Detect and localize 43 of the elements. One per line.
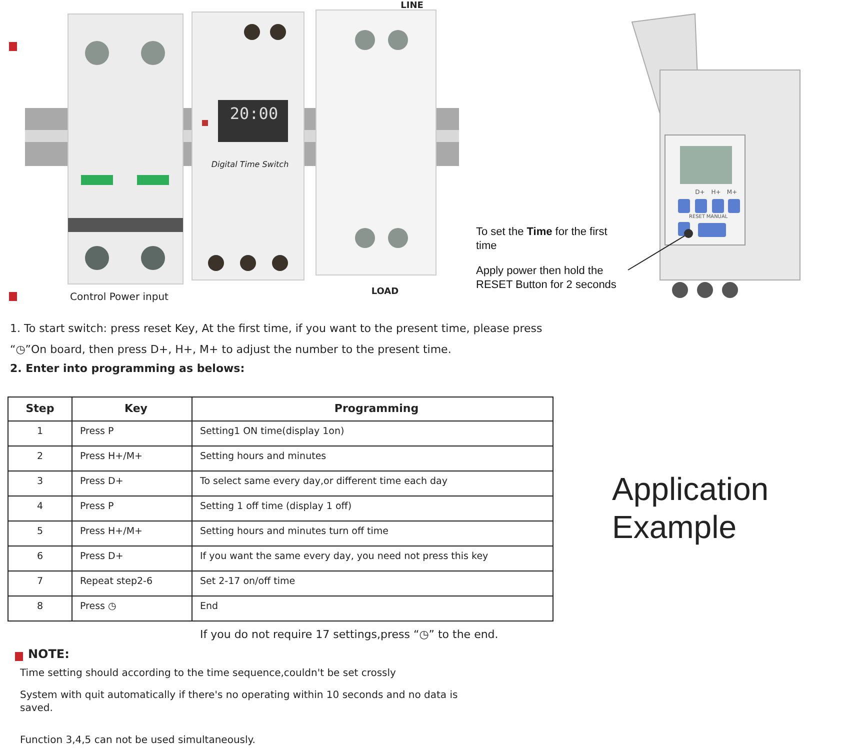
table-cell-text: 5 [36,526,44,538]
table-cell-text: Press P [80,426,115,438]
table-cell-text: 2 [36,451,44,463]
table-cell-text: 8 [36,601,44,613]
instruction-text: 2. Enter into programming as belows: [10,362,246,376]
table-cell-text: 7 [36,576,44,588]
table-header-cell-text: Programming [333,402,420,416]
device-label: Digital Time Switch [210,160,290,170]
display-readout: 20:00 [228,104,280,124]
table-cell-text: Setting1 ON time(display 1on) [200,426,346,438]
table-cell-text: Press D+ [80,551,124,563]
table-cell-text: Press D+ [80,476,124,488]
table-cell-text: To select same every day,or different time each day [200,476,449,488]
table-cell-text: Press H+/M+ [80,526,144,538]
terminal-label: LINE [400,1,424,12]
table-cell-text: Repeat step2-6 [80,576,154,588]
table-cell-text: 6 [36,551,44,563]
caption: Control Power input [70,292,170,304]
table-cell-text: 1 [36,426,44,438]
table-cell-text: Setting 1 off time (display 1 off) [200,501,353,513]
leader-line [628,235,686,270]
terminal-label: LOAD [370,287,400,298]
table-cell-text: End [200,601,220,613]
callout-line: To set the Time for the first time [476,225,608,254]
table-cell-text: Press P [80,501,115,513]
table-cell-text: Setting hours and minutes [200,451,328,463]
table-cell-text: If you want the same every day, you need not press this key [200,551,490,563]
callout-line: Apply power then hold the RESET Button for 2 seconds [476,264,618,292]
instruction-text: 1. To start switch: press reset Key, At the first time, if you want to the present time, please press “◷”On board, then press D+, H+, M+ to adjust the number to the present time. [10,321,544,358]
note-text: System with quit automatically if there's no operating within 10 seconds and no data is saved. [20,690,459,715]
table-cell-text: 3 [36,476,44,488]
table-cell-text: Press H+/M+ [80,451,144,463]
table-header-cell-text: Step [24,402,56,416]
note-heading: NOTE: [28,647,70,662]
heading: Application Example [612,470,770,547]
table-cell-text: Press ◷ [80,601,118,613]
note-text: Time setting should according to the time sequence,couldn't be set crossly [20,668,397,680]
table-cell-text: Setting hours and minutes turn off time [200,526,390,538]
note-text: If you do not require 17 settings,press “◷” to the end. [200,628,500,642]
note-text: Function 3,4,5 can not be used simultaneously. [20,735,256,748]
table-header-cell-text: Key [124,402,148,416]
table-cell-text: Set 2-17 on/off time [200,576,296,588]
table-cell-text: 4 [36,501,44,513]
